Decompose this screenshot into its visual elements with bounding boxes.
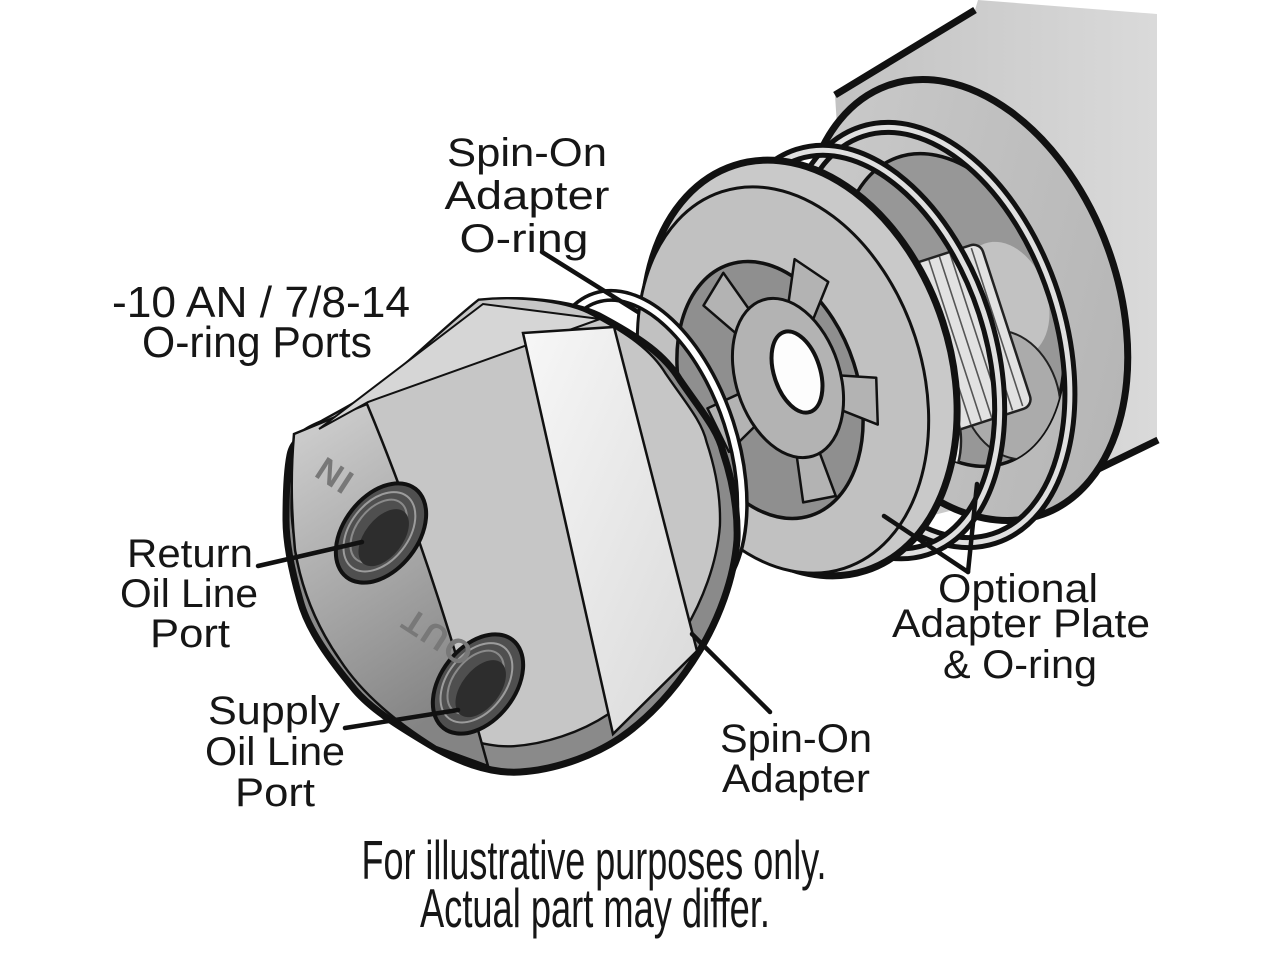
label-optional-line3: & O-ring <box>943 643 1097 687</box>
label-ports-line2: O-ring Ports <box>142 318 372 367</box>
label-return-port: Return Oil Line Port <box>120 532 258 656</box>
leader-spin-on-adapter <box>689 631 773 715</box>
label-optional-line1: Optional <box>938 567 1098 611</box>
caption-line1: For illustrative purposes only. <box>362 829 827 891</box>
leader-top-oring <box>539 249 641 315</box>
port-in <box>333 481 429 585</box>
label-top-oring-line2: Adapter <box>445 174 610 218</box>
label-spin-on-adapter: Spin-On Adapter <box>720 717 872 801</box>
caption-line2: Actual part may differ. <box>420 877 770 939</box>
label-return-line2: Oil Line <box>120 572 258 616</box>
block-highlight-band <box>521 325 699 737</box>
label-supply-port: Supply Oil Line Port <box>205 689 345 815</box>
label-supply-line1: Supply <box>208 689 340 733</box>
label-optional-plate: Optional Adapter Plate & O-ring <box>892 567 1150 687</box>
label-adapter-line1: Spin-On <box>720 717 872 761</box>
leader-return-port <box>255 539 365 569</box>
plate-center-hole <box>769 329 825 415</box>
leader-optional-oring <box>965 481 980 575</box>
label-ports-line1: -10 AN / 7/8-14 <box>112 278 410 327</box>
label-top-oring-line3: O-ring <box>460 217 589 261</box>
label-return-line1: Return <box>127 532 253 576</box>
label-adapter-line2: Adapter <box>722 757 870 801</box>
caption: For illustrative purposes only. Actual p… <box>362 829 827 939</box>
leader-optional-plate <box>881 513 971 575</box>
label-top-oring: Spin-On Adapter O-ring <box>445 131 610 261</box>
label-return-line3: Port <box>150 612 230 656</box>
label-supply-line2: Oil Line <box>205 730 345 774</box>
label-ports: -10 AN / 7/8-14 O-ring Ports <box>112 278 410 367</box>
label-optional-line2: Adapter Plate <box>892 602 1150 646</box>
label-supply-line3: Port <box>235 771 315 815</box>
label-top-oring-line1: Spin-On <box>447 131 607 175</box>
housing-top-edge <box>833 7 977 98</box>
leader-supply-port <box>342 707 461 731</box>
spin-on-adapter-block: IN OUT <box>286 298 737 772</box>
